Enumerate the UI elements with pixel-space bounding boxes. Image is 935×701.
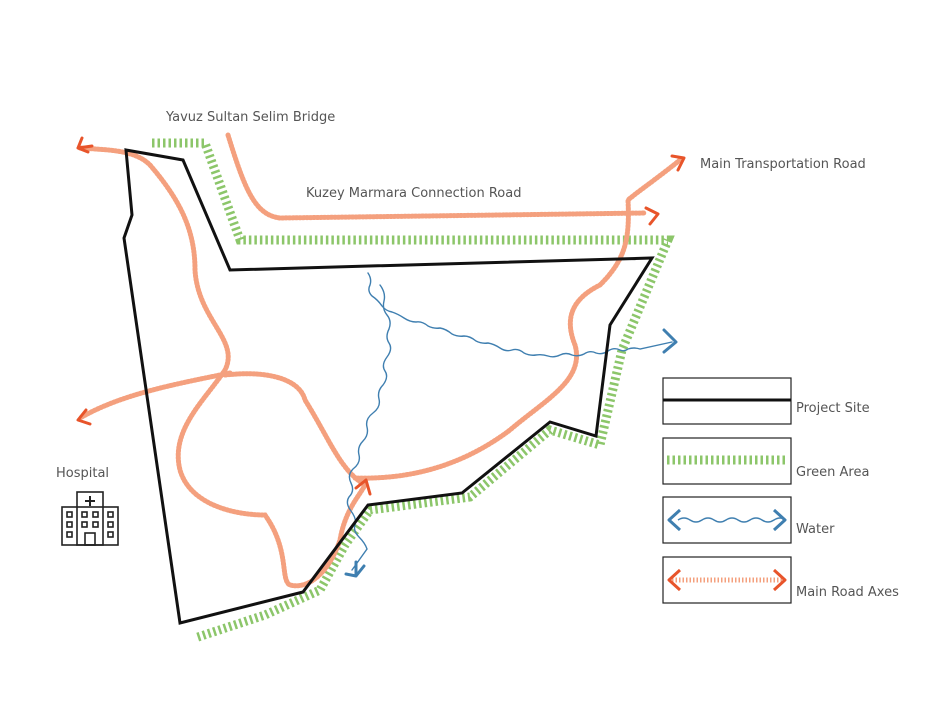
hospital-label: Hospital	[56, 466, 109, 481]
road-west-loop	[77, 145, 368, 589]
road-arrow-e	[644, 206, 660, 226]
legend-label-main-road: Main Road Axes	[796, 585, 899, 600]
hospital-icon	[61, 491, 119, 546]
water-arrow-east	[662, 328, 678, 354]
legend-item-project-site: Project Site	[662, 377, 870, 425]
legend: Project Site Green Area Water Main Road …	[662, 377, 899, 604]
legend-item-green-area: Green Area	[662, 437, 869, 485]
road-bridge-connection	[225, 132, 648, 221]
road-arrow-nw	[76, 136, 94, 154]
water-stream-east	[367, 272, 673, 358]
water-arrow-south	[344, 560, 366, 578]
legend-label-project-site: Project Site	[796, 401, 870, 416]
transport-road-label: Main Transportation Road	[700, 157, 866, 172]
connection-road-label: Kuzey Marmara Connection Road	[306, 186, 521, 201]
water-layer	[344, 272, 678, 578]
legend-item-main-road: Main Road Axes	[662, 556, 899, 604]
project-site-boundary	[122, 148, 655, 625]
road-inner-loop	[222, 371, 368, 488]
road-arrow-w	[76, 408, 92, 426]
road-main-transportation	[352, 157, 683, 481]
green-strip-bridge	[152, 138, 675, 643]
road-layer	[76, 132, 686, 589]
green-area-layer	[152, 138, 675, 643]
legend-item-water: Water	[662, 496, 835, 544]
legend-label-water: Water	[796, 522, 835, 537]
road-arrow-s	[354, 478, 372, 496]
road-arrow-ne	[670, 154, 686, 172]
water-stream-south	[346, 284, 392, 571]
legend-label-green-area: Green Area	[796, 465, 869, 480]
bridge-label: Yavuz Sultan Selim Bridge	[165, 110, 335, 125]
